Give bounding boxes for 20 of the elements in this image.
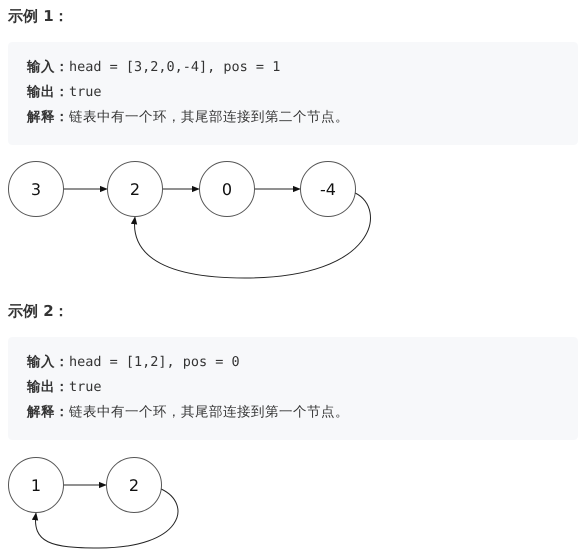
example-line: 解释：链表中有一个环，其尾部连接到第一个节点。 xyxy=(27,403,349,422)
list-node-circle: 3 xyxy=(8,161,64,217)
list-node-circle: 2 xyxy=(107,161,163,217)
example-heading: 示例 2： xyxy=(8,301,69,321)
arrow xyxy=(64,186,108,192)
list-node-circle: 1 xyxy=(8,457,64,513)
arrow xyxy=(162,186,200,192)
example-heading: 示例 1： xyxy=(8,6,69,26)
list-node-circle: -4 xyxy=(300,161,356,217)
example-line: 输入：head = [3,2,0,-4], pos = 1 xyxy=(27,58,280,77)
arrow xyxy=(254,186,301,192)
example-line: 解释：链表中有一个环，其尾部连接到第二个节点。 xyxy=(27,108,349,127)
list-node-circle: 0 xyxy=(199,161,255,217)
arrow xyxy=(32,488,178,548)
arrow xyxy=(64,482,107,488)
list-node-circle: 2 xyxy=(106,457,162,513)
arrow xyxy=(131,192,371,278)
example-line: 输入：head = [1,2], pos = 0 xyxy=(27,353,240,372)
example-line: 输出：true xyxy=(27,378,102,397)
example-line: 输出：true xyxy=(27,83,102,102)
